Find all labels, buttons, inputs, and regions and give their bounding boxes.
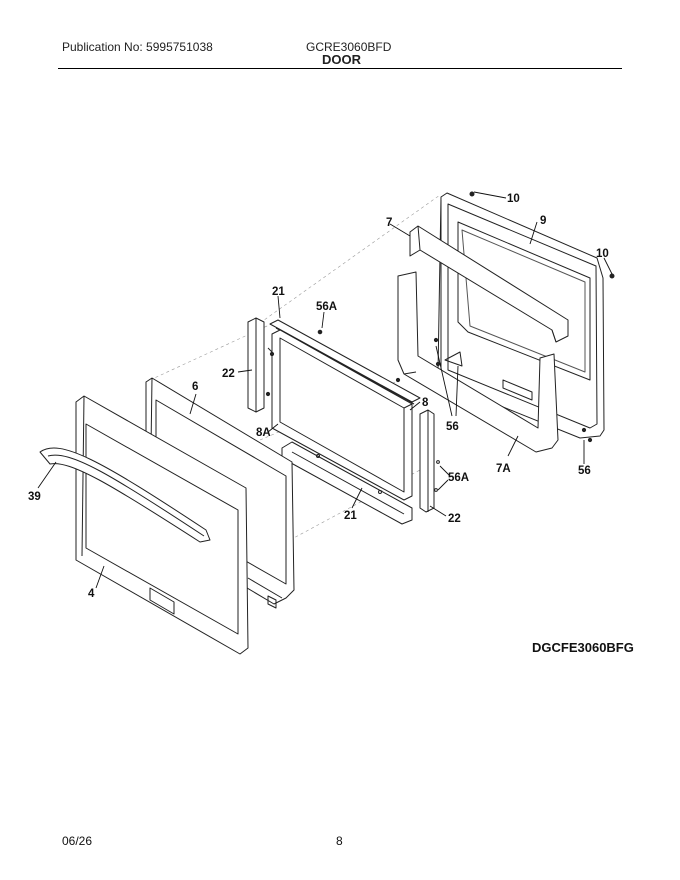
- diagram-code: DGCFE3060BFG: [532, 640, 634, 655]
- section-title: DOOR: [322, 52, 361, 67]
- hinge-channel-right: [419, 409, 440, 513]
- callout-56-center: 56: [446, 421, 459, 433]
- callout-22-left: 22: [222, 368, 235, 380]
- callout-7: 7: [386, 217, 392, 229]
- glass-pack: [271, 329, 413, 501]
- callout-56a-top: 56A: [316, 301, 337, 313]
- callout-10-top: 10: [507, 193, 520, 205]
- callout-4: 4: [88, 588, 95, 600]
- page-number: 8: [336, 834, 343, 848]
- header-rule: [58, 68, 622, 69]
- callout-labels: 10 9 7 10 21 56A 22 6 8 8A 56 7A 56 56A …: [28, 193, 609, 600]
- callout-56a-mid: 56A: [448, 472, 469, 484]
- callout-9: 9: [540, 215, 546, 227]
- callout-56-right: 56: [578, 465, 591, 477]
- fasteners: [265, 191, 615, 443]
- gasket-bottom: [397, 271, 559, 453]
- footer-date: 06/26: [62, 834, 93, 848]
- outer-door-panel: [75, 395, 249, 655]
- gasket-top: [409, 225, 569, 343]
- callout-7a: 7A: [496, 463, 511, 475]
- callout-39: 39: [28, 491, 41, 503]
- callout-21-bottom: 21: [344, 510, 357, 522]
- callout-22-right: 22: [448, 513, 461, 525]
- callout-6: 6: [192, 381, 198, 393]
- model-number: GCRE3060BFD: [306, 40, 392, 54]
- callout-8: 8: [422, 397, 429, 409]
- callout-10-right: 10: [596, 248, 609, 260]
- callout-8a: 8A: [256, 427, 271, 439]
- door-handle: [39, 447, 211, 543]
- hinge-channel-left: [247, 317, 273, 413]
- leader-lines: [37, 191, 613, 589]
- publication-number: Publication No: 5995751038: [62, 40, 213, 54]
- callout-21-top: 21: [272, 286, 285, 298]
